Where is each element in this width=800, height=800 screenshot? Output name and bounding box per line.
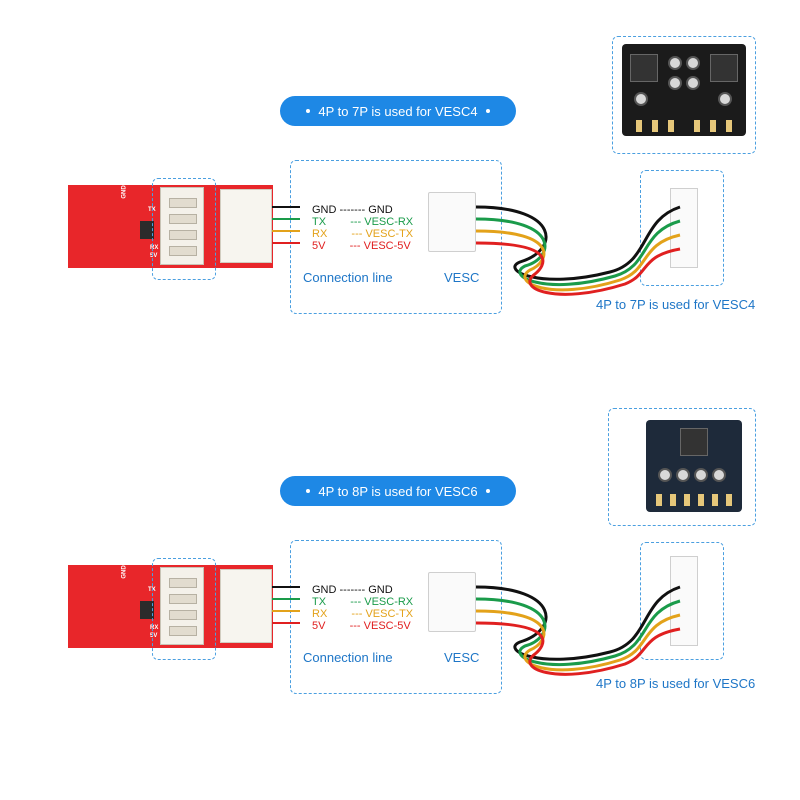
row-rx: RX --- VESC-TX	[312, 608, 414, 620]
row-rx: RX --- VESC-TX	[312, 228, 414, 240]
connection-box	[290, 540, 502, 694]
caption-vesc4-bottom: 4P to 7P is used for VESC4	[596, 297, 756, 312]
row-5v: 5V --- VESC-5V	[312, 620, 411, 632]
vesc4-title-pill: 4P to 7P is used for VESC4	[280, 96, 516, 126]
row-tx: TX --- VESC-RX	[312, 596, 414, 608]
caption-vesc: VESC	[444, 270, 480, 285]
row-5v: 5V --- VESC-5V	[312, 240, 411, 252]
chip	[140, 601, 154, 619]
wires-section-1	[272, 205, 681, 296]
vesc-connector	[428, 572, 476, 632]
pin-label-rx: RX	[150, 625, 159, 631]
chip	[140, 221, 154, 239]
caption-connection-line: Connection line	[303, 270, 393, 285]
pin-label-5v: 5V	[150, 253, 158, 259]
vesc4-board-box	[612, 36, 756, 154]
pin-label-rx: RX	[150, 245, 159, 251]
board-highlight-box	[152, 178, 216, 280]
pin-label-tx: TX	[148, 207, 156, 213]
wires-section-2	[272, 585, 681, 676]
dot-icon	[306, 109, 311, 113]
end-connector	[670, 188, 698, 268]
dot-icon	[485, 109, 490, 113]
dot-icon	[485, 489, 490, 493]
connection-box	[290, 160, 502, 314]
row-gnd: GND ------- GND	[312, 584, 393, 596]
row-tx: TX --- VESC-RX	[312, 216, 414, 228]
board-socket	[220, 189, 272, 263]
board-socket	[220, 569, 272, 643]
end-connector-box	[640, 170, 724, 286]
vesc4-board	[622, 44, 746, 136]
pin-label-5v: 5V	[150, 633, 158, 639]
board-connector	[160, 187, 204, 265]
caption-vesc: VESC	[444, 650, 480, 665]
pin-label-tx: TX	[148, 587, 156, 593]
board-connector	[160, 567, 204, 645]
section-vesc6: 4P to 8P is used for VESC6 GND TX RX 5V …	[0, 380, 800, 780]
end-connector-box	[640, 542, 724, 660]
pill-text: 4P to 8P is used for VESC6	[318, 483, 478, 499]
vesc6-title-pill: 4P to 8P is used for VESC6	[280, 476, 516, 506]
pill-text: 4P to 7P is used for VESC4	[318, 103, 478, 119]
caption-vesc6-bottom: 4P to 8P is used for VESC6	[596, 676, 756, 691]
section-vesc4: 4P to 7P is used for VESC4 GND TX RX 5V …	[68, 36, 756, 314]
vesc6-board	[646, 420, 742, 512]
row-gnd: GND ------- GND	[312, 204, 393, 216]
caption-connection-line: Connection line	[303, 650, 393, 665]
board-highlight-box	[152, 558, 216, 660]
dot-icon	[306, 489, 311, 493]
vesc6-board-box	[608, 408, 756, 526]
vesc-connector	[428, 192, 476, 252]
